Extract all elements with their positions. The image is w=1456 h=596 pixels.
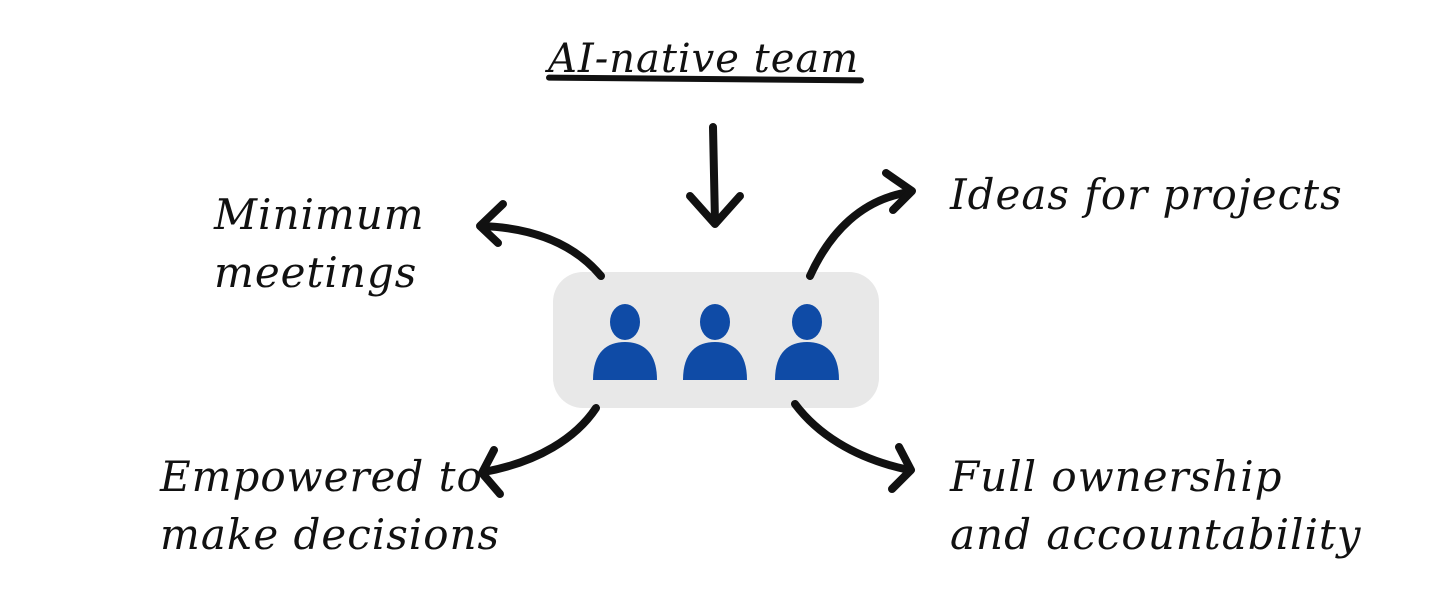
person-icon xyxy=(593,304,657,380)
arrow-title-to-team xyxy=(686,123,744,228)
label-empowered-to-make-decisions: Empowered to make decisions xyxy=(160,448,500,564)
arrow-to-empowered xyxy=(478,404,600,498)
label-line: Full ownership xyxy=(950,452,1283,501)
label-line: and accountability xyxy=(950,510,1362,559)
arrow-to-minimum-meetings xyxy=(476,200,605,280)
label-line: Minimum xyxy=(214,190,425,239)
person-icon xyxy=(683,304,747,380)
diagram-title: AI-native team xyxy=(548,36,860,82)
label-line: Empowered to xyxy=(160,452,483,501)
label-ideas-for-projects: Ideas for projects xyxy=(950,166,1343,224)
label-line: make decisions xyxy=(160,510,501,559)
label-line: meetings xyxy=(214,248,418,297)
label-minimum-meetings: Minimum meetings xyxy=(214,186,425,302)
arrow-to-full-ownership xyxy=(791,400,915,493)
label-line: Ideas for projects xyxy=(950,170,1343,219)
team-box xyxy=(553,272,879,408)
label-full-ownership-and-accountability: Full ownership and accountability xyxy=(950,448,1362,564)
person-icon xyxy=(775,304,839,380)
arrow-to-ideas-for-projects xyxy=(806,169,916,280)
